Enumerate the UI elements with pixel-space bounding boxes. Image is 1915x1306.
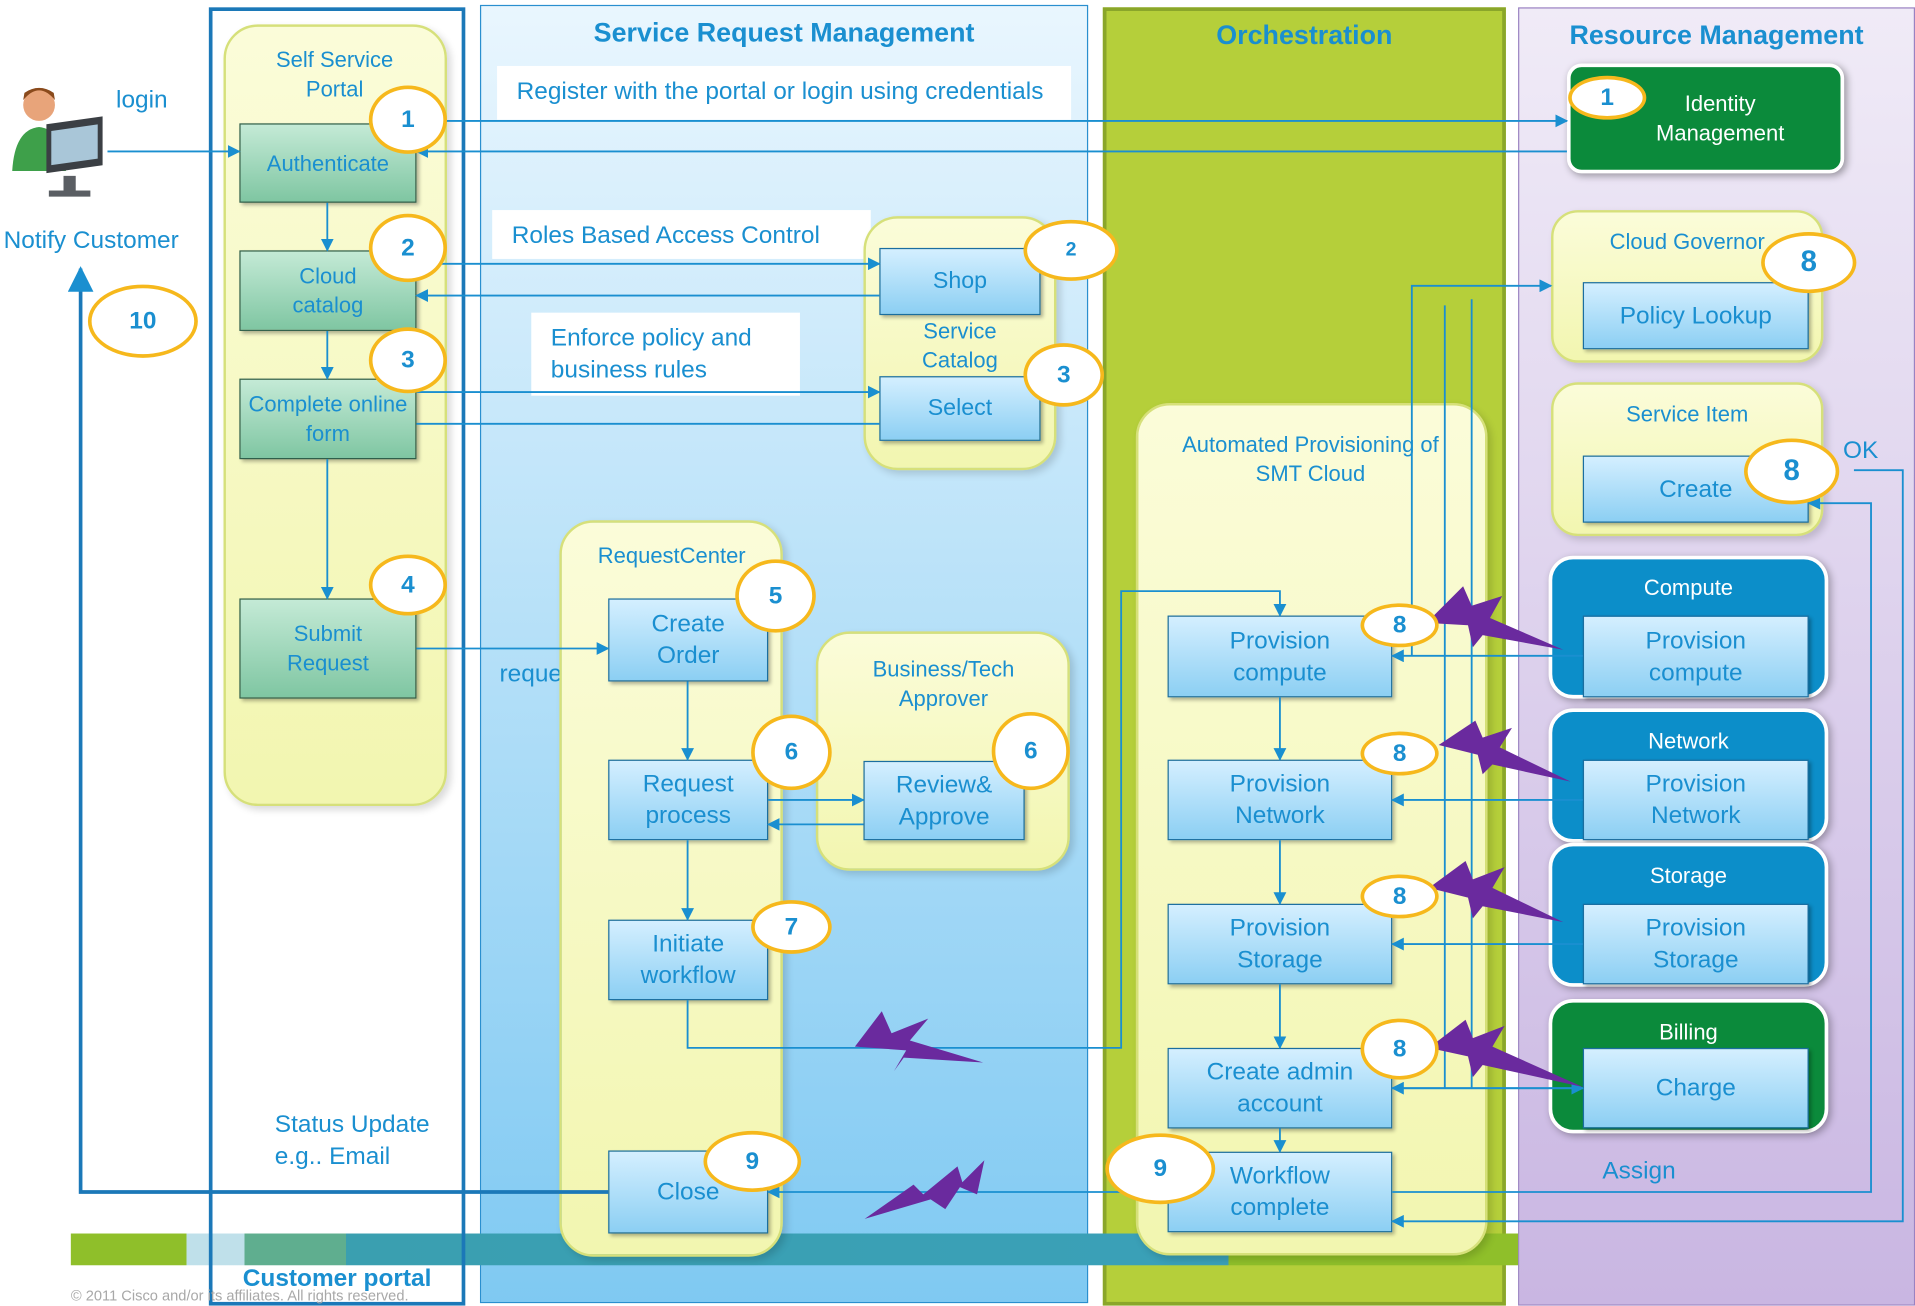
step-6-approver-badge: 6 [991,712,1070,791]
service-item-title: Service Item [1626,401,1749,427]
step-10-badge: 10 [87,284,198,358]
res-provision-compute-box: Provision compute [1582,615,1809,698]
rbac-note: Roles Based Access Control [492,210,871,259]
step-9-badge: 9 [703,1130,802,1192]
step-2-catalog-badge: 2 [1023,219,1119,281]
policy-lookup-box: Policy Lookup [1582,282,1809,350]
step-8-service-item-badge: 8 [1744,438,1840,505]
create-admin-account-box: Create admin account [1167,1047,1393,1129]
status-update-note: Status Update e.g.. Email [255,1099,447,1180]
complete-form-box: Complete online form [239,378,417,460]
step-8-billing-badge: 8 [1360,1018,1439,1080]
step-6-badge: 6 [751,714,832,791]
login-label: login [116,86,168,114]
step-2-badge: 2 [368,213,447,283]
select-box: Select [879,376,1041,441]
step-5-badge: 5 [735,559,816,633]
automated-provisioning-title: Automated Provisioning of SMT Cloud [1182,432,1439,487]
orch-provision-compute-box: Provision compute [1167,615,1393,698]
user-computer-icon [10,85,115,197]
resource-title: Resource Management [1569,19,1864,51]
review-approve-box: Review& Approve [863,760,1025,841]
step-9-orchestration-badge: 9 [1105,1133,1216,1205]
storage-title: Storage [1649,863,1727,888]
step-4-badge: 4 [368,554,447,616]
step-3-badge: 3 [368,327,447,394]
ok-label: OK [1842,437,1879,465]
orchestration-title: Orchestration [1216,19,1393,51]
service-catalog-title: Service Catalog [922,318,998,373]
enforce-note: Enforce policy and business rules [531,312,800,396]
step-1-resource-badge: 1 [1568,75,1647,120]
register-note: Register with the portal or login using … [497,65,1072,120]
step-8-compute-badge: 8 [1360,603,1439,648]
notify-customer-label: Notify Customer [3,227,179,255]
request-process-box: Request process [608,759,769,841]
step-8-storage-badge: 8 [1360,874,1439,919]
orch-provision-storage-box: Provision Storage [1167,903,1393,985]
requestcenter-title: RequestCenter [597,543,746,568]
res-provision-storage-box: Provision Storage [1582,903,1809,985]
approver-title: Business/Tech Approver [872,657,1015,711]
orch-provision-network-box: Provision Network [1167,759,1393,841]
step-1-badge: 1 [368,85,447,154]
step-8-network-badge: 8 [1360,731,1439,776]
step-3-catalog-badge: 3 [1023,343,1105,407]
billing-title: Billing [1659,1019,1718,1045]
srm-title: Service Request Management [593,17,975,48]
compute-title: Compute [1643,575,1734,600]
self-service-portal-title: Self Service Portal [275,47,394,102]
copyright-footer: © 2011 Cisco and/or its affiliates. All … [70,1287,409,1305]
res-provision-network-box: Provision Network [1582,759,1809,841]
initiate-workflow-box: Initiate workflow [608,919,769,1001]
submit-request-box: Submit Request [239,598,417,699]
step-8-governor-badge: 8 [1761,232,1857,294]
cloud-governor-title: Cloud Governor [1609,229,1765,255]
customer-portal-title: Customer portal [242,1265,432,1293]
assign-label: Assign [1602,1157,1676,1185]
network-title: Network [1648,729,1729,754]
step-7-badge: 7 [751,900,832,954]
close-box: Close [608,1150,769,1234]
shop-box: Shop [879,247,1041,316]
